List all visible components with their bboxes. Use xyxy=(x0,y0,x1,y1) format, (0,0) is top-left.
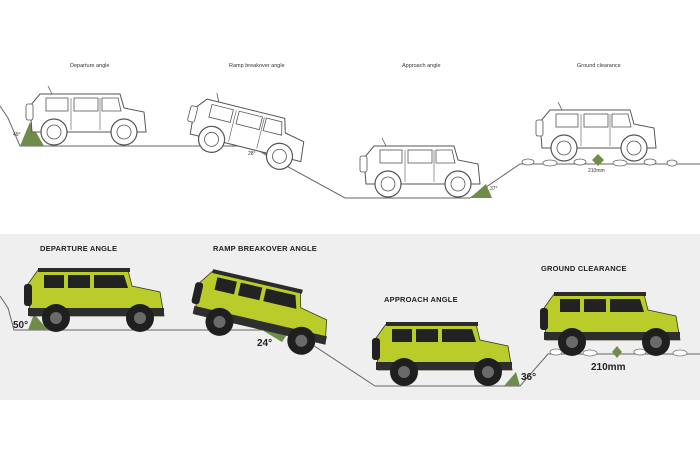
color-ramp-label: RAMP BREAKOVER ANGLE xyxy=(213,244,318,253)
outline-car-departure xyxy=(25,85,147,146)
outline-departure-value: 49° xyxy=(13,132,21,138)
color-clearance-arrow-up xyxy=(612,346,622,352)
outline-ramp-value: 28° xyxy=(248,151,256,157)
color-departure-value: 50° xyxy=(13,320,29,331)
outline-clearance-label: Ground clearance xyxy=(577,63,621,69)
outline-approach-label: Approach angle xyxy=(402,63,441,69)
color-diagram-panel: DEPARTURE ANGLE RAMP BREAKOVER ANGLE APP… xyxy=(0,234,700,400)
approach-angle-wedge xyxy=(470,184,492,198)
clearance-arrow-up xyxy=(592,154,604,160)
outline-clearance-value: 210mm xyxy=(588,168,605,174)
outline-departure-label: Departure angle xyxy=(70,63,110,69)
lime-car-approach xyxy=(371,321,513,387)
color-departure-label: DEPARTURE ANGLE xyxy=(40,244,118,253)
color-diagram-art xyxy=(0,265,700,387)
color-approach-label: APPROACH ANGLE xyxy=(384,295,458,304)
departure-angle-wedge xyxy=(20,122,44,146)
color-clearance-label: GROUND CLEARANCE xyxy=(541,264,627,273)
outline-car-approach xyxy=(359,137,481,198)
outline-approach-value: 37° xyxy=(490,186,498,192)
color-approach-value: 36° xyxy=(521,372,537,383)
color-ramp-value: 24° xyxy=(257,338,273,349)
outline-diagram-art xyxy=(0,85,700,199)
color-approach-wedge xyxy=(504,372,520,386)
color-rocks xyxy=(549,348,688,357)
lime-car-clearance xyxy=(539,291,681,357)
outline-car-ramp xyxy=(180,87,313,175)
clearance-arrow-down xyxy=(592,160,604,166)
lime-car-departure xyxy=(23,267,165,333)
color-departure-wedge xyxy=(28,314,48,330)
outline-ramp-label: Ramp breakover angle xyxy=(229,63,285,69)
outline-diagram-panel: Departure angle Ramp breakover angle App… xyxy=(0,63,700,199)
rocks xyxy=(521,158,678,167)
outline-car-clearance xyxy=(535,101,657,162)
color-clearance-arrow-down xyxy=(612,352,622,358)
color-terrain-line xyxy=(0,295,700,387)
color-clearance-value: 210mm xyxy=(591,362,626,373)
